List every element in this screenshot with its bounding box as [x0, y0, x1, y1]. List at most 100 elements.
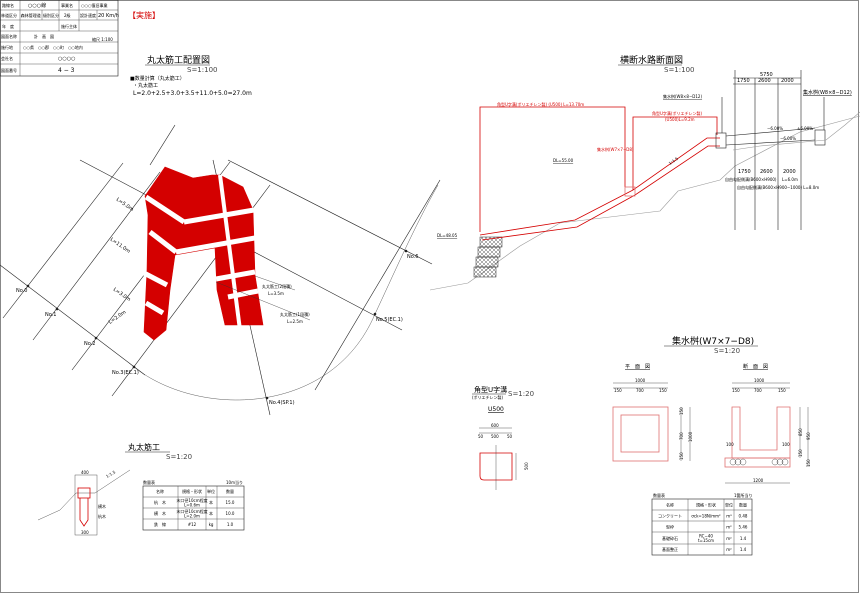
station-label: No.5(EC.1) — [376, 317, 403, 323]
value-route: ○○○線 — [28, 2, 46, 9]
slope-label: 1:1.5 — [105, 469, 117, 479]
label-site: 施行地 — [1, 44, 13, 50]
station-label: No.6 — [407, 254, 418, 260]
channel-label-2a: 角型U字溝(ポリエチレン製) — [652, 110, 702, 116]
dim: 850 — [798, 428, 803, 436]
dim: 700 — [636, 388, 644, 393]
label-drawing-number: 図面番号 — [1, 67, 17, 73]
u-title: 角型U字溝 — [474, 385, 507, 394]
table-header: 規格・形状 — [696, 501, 716, 507]
label-grade: 級別区分 — [43, 12, 59, 18]
table-cell: 15.0 — [226, 500, 235, 505]
dim: 950 — [806, 432, 811, 440]
table-cell: 本 — [209, 510, 213, 516]
label-year: 年 度 — [2, 23, 14, 29]
note: 自由勾配側溝(B600×H900) — [725, 176, 777, 182]
table-cell: 1.4 — [740, 536, 747, 541]
dim: 600 — [491, 423, 499, 428]
label: 杭木 — [98, 513, 106, 519]
title-block: 路線名 ○○○線 事業名 ○○○復旧事業 林道区分 森林管理道 級別区分 2級 … — [0, 0, 160, 77]
value-road-class: 森林管理道 — [21, 12, 41, 18]
dim: 1750 — [738, 169, 751, 175]
note: 自由勾配側溝(B600×H900−1000) L=8.0m — [737, 184, 819, 190]
basin-label-left: 集水桝(W8×8−D12) — [663, 93, 702, 99]
table-unit-note: 1箇所当り — [734, 492, 753, 498]
dim: 2600 — [758, 78, 771, 84]
station-label: No.3(EC.1) — [112, 370, 139, 376]
dim: 150 — [778, 388, 786, 393]
table-cell: 横 木 — [154, 510, 166, 516]
station-label: No.1 — [45, 312, 56, 318]
table-header: 数量 — [739, 501, 747, 507]
u-subtitle: (ポリエチレン製) — [472, 394, 504, 400]
section-view-label: 断 面 図 — [743, 363, 768, 370]
gabion-stack — [473, 236, 503, 278]
label-drawing-name: 図面名称 — [1, 33, 17, 39]
dim: 700 — [679, 432, 684, 440]
dl-top: DL=55.00 — [553, 158, 574, 163]
plan-view-label: 平 面 図 — [625, 364, 650, 370]
table-cell: 本 — [209, 499, 213, 505]
dim: 400 — [81, 470, 89, 475]
section-title: 横断水路断面図 — [620, 54, 683, 66]
table-cell: コンクリート — [658, 512, 682, 518]
table-cell: 0.48 — [739, 513, 748, 518]
label-route: 路線名 — [2, 2, 14, 8]
label-speed: 設計速度 — [80, 12, 96, 18]
dim: 2000 — [783, 169, 796, 175]
station-label: No.0 — [16, 288, 27, 294]
value-company: ○○○○ — [58, 56, 75, 62]
basin-label-right: 集水桝(W8×8−D12) — [803, 89, 852, 96]
dim: 100 — [782, 442, 790, 447]
label-company: 会社名 — [1, 55, 13, 61]
calc-item: ・丸太筋工 — [133, 82, 158, 89]
callout-name: 丸太筋工(2段積) — [262, 283, 292, 289]
plan-scale: S=1:100 — [187, 66, 217, 74]
table-header: 単位 — [207, 488, 215, 494]
log-terrace-area — [142, 166, 264, 341]
table-caption: 数量表 — [143, 479, 155, 485]
dim: 1000 — [635, 378, 646, 383]
callout-length: L=2.5m — [287, 319, 303, 324]
table-unit-note: 10m当り — [226, 479, 243, 485]
table-cell: m² — [726, 525, 732, 530]
dim: 2000 — [781, 78, 794, 84]
length-label: L=11.0m — [109, 237, 131, 255]
note: L=6.0m — [782, 177, 798, 182]
dim: 100 — [726, 442, 734, 447]
table-cell: 1.4 — [740, 547, 747, 552]
table-cell: 型枠 — [666, 524, 674, 530]
length-label: L=5.0m — [115, 197, 135, 213]
dim: 150 — [659, 388, 667, 393]
log-detail-scale: S=1:20 — [166, 453, 192, 461]
cross-drain-section: 横断水路断面図 S=1:100 5750 1750 2 — [429, 54, 860, 291]
dim: 1750 — [737, 78, 750, 84]
table-cell: 5.46 — [739, 525, 748, 530]
dim: 150 — [798, 449, 803, 457]
section-scale: S=1:100 — [664, 66, 694, 74]
length-label: L=3.0m — [112, 287, 132, 303]
table-caption: 数量表 — [653, 492, 665, 498]
channel-label-2b: (U500)L=9.2m — [665, 117, 695, 122]
value-site: ○○県 ○○郡 ○○町 ○○地内 — [23, 44, 83, 50]
dim: 50 — [478, 434, 484, 439]
u-model: U500 — [488, 406, 504, 413]
table-cell: 基礎砕石 — [662, 535, 678, 541]
dim-total: 5750 — [760, 72, 773, 78]
dim: 1000 — [688, 431, 693, 442]
value-speed: 20 Km/h — [98, 13, 119, 19]
table-cell: 10.0 — [226, 511, 235, 516]
dl-bottom: DL=48.05 — [437, 233, 458, 238]
length-label: L=2.0m — [108, 309, 128, 325]
value-project: ○○○復旧事業 — [81, 2, 107, 8]
callout-length: L=3.5m — [268, 291, 284, 296]
u-scale: S=1:20 — [508, 390, 534, 398]
table-header: 名称 — [666, 501, 674, 507]
table-cell: m³ — [726, 513, 732, 518]
dim: 500 — [491, 434, 499, 439]
table-cell: kg — [209, 522, 214, 527]
